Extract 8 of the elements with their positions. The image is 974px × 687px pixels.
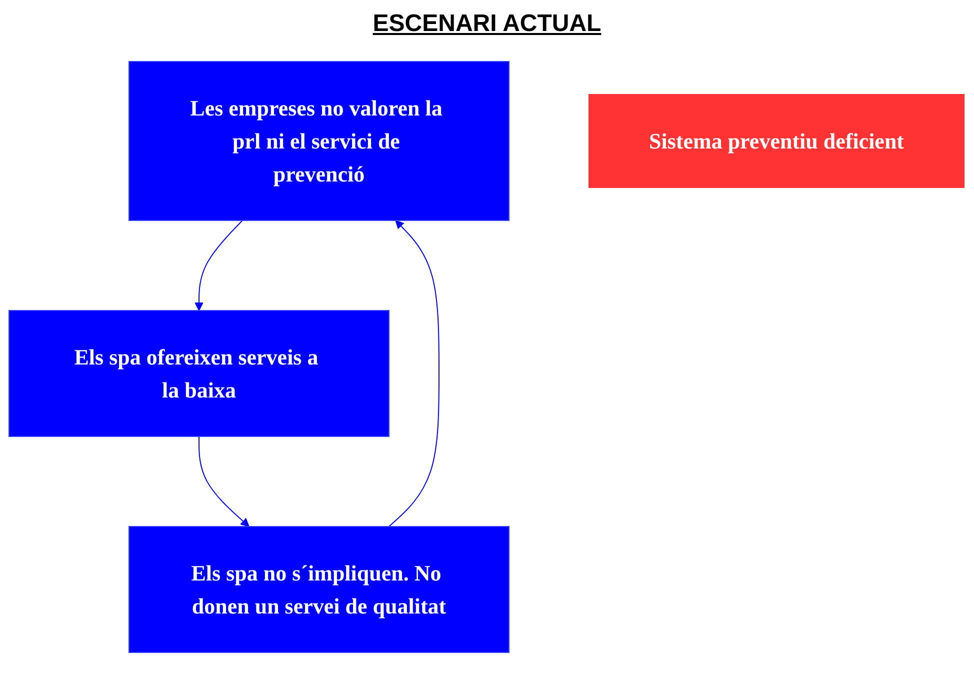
arrow [388, 220, 440, 527]
node-box: Les empreses no valoren la prl ni el servici de prevenció [128, 61, 510, 221]
diagram-title: ESCENARI ACTUAL [372, 10, 602, 38]
node-box: Els spa no s´impliquen. No donen un servei de qualitat [128, 526, 510, 653]
arrow [195, 220, 244, 311]
node-box: Sistema preventiu deficient [588, 94, 965, 188]
arrow [198, 436, 250, 527]
node-box: Els spa ofereixen serveis a la baixa [8, 310, 390, 437]
